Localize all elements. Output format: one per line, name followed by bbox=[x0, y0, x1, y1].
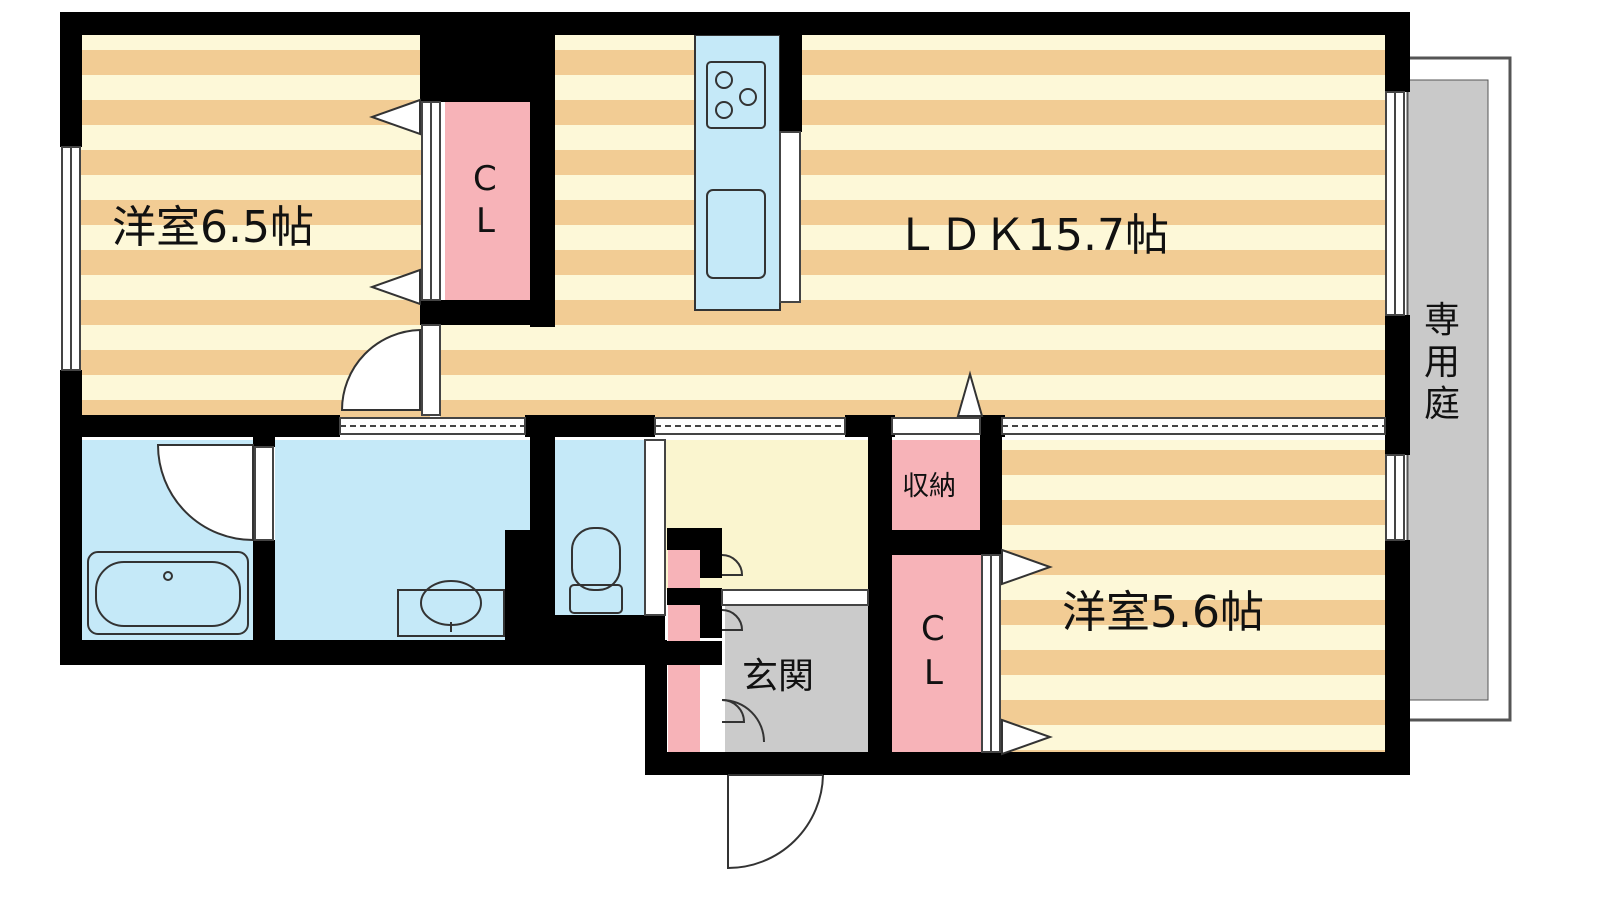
arrow-storage bbox=[956, 370, 984, 417]
entrance-label: 玄関 bbox=[742, 656, 814, 697]
arrow-closet2-bottom bbox=[1001, 718, 1053, 756]
windows bbox=[61, 91, 1405, 753]
closet-2-label-l: L bbox=[924, 653, 943, 693]
entrance-floor bbox=[725, 605, 870, 760]
closet-1-label-l: L bbox=[476, 201, 495, 241]
toilet-door bbox=[644, 439, 666, 616]
storage-box bbox=[892, 440, 982, 530]
wall-top bbox=[60, 12, 1410, 35]
floor-fills bbox=[80, 34, 1395, 760]
wall-right-low bbox=[1385, 540, 1410, 775]
door-swing-shoebox-2 bbox=[721, 609, 744, 631]
door-swings bbox=[156, 328, 824, 870]
wall-shoebox-b bbox=[700, 528, 722, 578]
closet-2 bbox=[892, 555, 982, 760]
hall-partition bbox=[721, 589, 869, 606]
wall-left-lower bbox=[60, 370, 82, 665]
ldk-door-post bbox=[421, 324, 441, 416]
toilet-tank bbox=[569, 584, 623, 614]
closet-1 bbox=[445, 100, 535, 305]
wall-right-mid bbox=[1385, 315, 1410, 455]
wash-door bbox=[254, 446, 274, 541]
garden-label-3: 庭 bbox=[1424, 384, 1460, 425]
storage-label: 収納 bbox=[902, 471, 956, 502]
wall-shoebox-e bbox=[667, 641, 722, 665]
shoe-box-2 bbox=[668, 605, 700, 641]
stove-icon bbox=[706, 61, 766, 129]
wall-closet1-right bbox=[530, 12, 555, 327]
arrow-closet1-bottom bbox=[369, 268, 421, 306]
wall-storage-bottom bbox=[868, 530, 1002, 555]
arrow-closet2-top bbox=[1001, 548, 1053, 586]
western-room-2-label: 洋室5.6帖 bbox=[1062, 587, 1264, 638]
wall-right-top bbox=[1385, 12, 1410, 92]
closet-2-label-c: C bbox=[921, 609, 945, 649]
door-swing-bath bbox=[156, 444, 254, 542]
closet-arrows bbox=[369, 98, 1053, 756]
ldk-label: ＬＤＫ15.7帖 bbox=[895, 210, 1169, 261]
wall-closet1-bottom bbox=[420, 300, 555, 325]
door-swing-entry bbox=[727, 774, 824, 870]
garden-label-1: 専 bbox=[1424, 300, 1460, 341]
washbasin-counter bbox=[397, 589, 505, 637]
wall-entry-left bbox=[645, 640, 667, 775]
bathtub-icon bbox=[87, 551, 249, 635]
fixtures bbox=[87, 61, 766, 637]
wall-hall-right bbox=[868, 415, 892, 775]
wall-mid-horizontal-b bbox=[525, 415, 655, 437]
wall-wash-notch bbox=[505, 530, 535, 645]
ldk-floor-lower bbox=[440, 325, 560, 420]
wall-bath-divider bbox=[253, 437, 275, 447]
toilet-icon bbox=[571, 527, 621, 591]
washroom-floor bbox=[275, 440, 530, 640]
wall-toilet-bottom bbox=[555, 615, 665, 665]
wall-bath-divider-2 bbox=[253, 540, 275, 640]
garden-label-2: 用 bbox=[1424, 342, 1460, 383]
door-swing-shoebox-1 bbox=[721, 554, 744, 576]
wall-storage-right bbox=[980, 415, 1002, 550]
wall-bottom-right bbox=[645, 752, 1410, 775]
closets bbox=[445, 100, 982, 760]
arrow-closet1-top bbox=[369, 98, 421, 136]
wall-left-upper bbox=[60, 12, 82, 147]
closet-1-label-c: C bbox=[473, 159, 497, 199]
sink-icon bbox=[706, 189, 766, 279]
wall-shoebox-d bbox=[700, 588, 722, 638]
walls bbox=[60, 12, 1410, 775]
wall-mid-horizontal-a bbox=[60, 415, 340, 437]
door-swing-room1 bbox=[340, 328, 421, 411]
western-room-1-label: 洋室6.5帖 bbox=[112, 202, 314, 253]
kitchen-side bbox=[779, 131, 801, 303]
shoe-box-3 bbox=[668, 665, 700, 760]
shoe-box-1 bbox=[668, 550, 700, 588]
garden-fill bbox=[1407, 79, 1489, 701]
labels: 洋室6.5帖 ＬＤＫ15.7帖 洋室5.6帖 C L C L 収納 玄関 専 用… bbox=[112, 159, 1460, 697]
wall-kitchen-stub bbox=[780, 12, 802, 132]
toilet-floor bbox=[555, 440, 655, 625]
storage-door bbox=[891, 417, 981, 435]
door-swing-shoebox-4 bbox=[721, 699, 765, 743]
western-room-2-floor bbox=[1000, 440, 1395, 760]
